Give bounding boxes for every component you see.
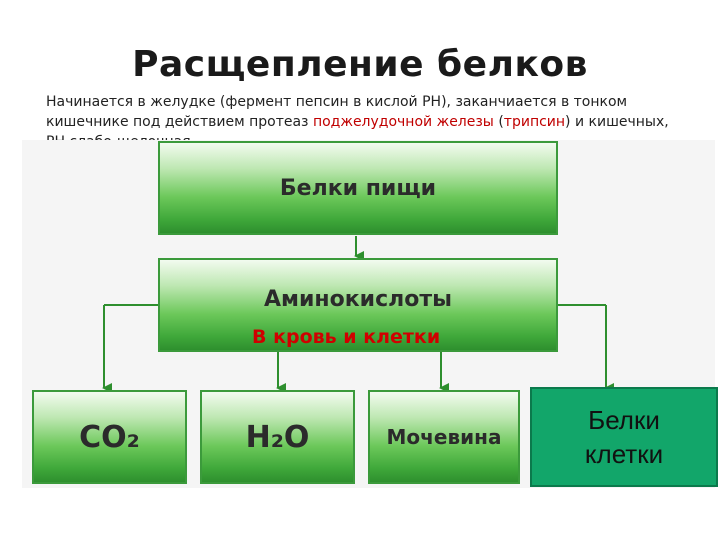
subtitle-part-2: поджелудочной железы: [312, 114, 494, 130]
box-amino-acids-label: Аминокислоты: [264, 286, 452, 312]
box-amino-acids: Аминокислоты: [158, 258, 558, 352]
box-food-proteins: Белки пищи: [158, 141, 558, 235]
box-urea-label: Мочевина: [386, 425, 502, 449]
box-urea: Мочевина: [368, 390, 520, 484]
box-cell-proteins-label: Белки клетки: [584, 405, 664, 469]
box-co2-label: CO₂: [79, 419, 140, 455]
subtitle-part-3: (: [493, 114, 504, 130]
box-h2o: H₂O: [200, 390, 355, 484]
box-cell-proteins: Белки клетки: [530, 387, 718, 487]
page-title: Расщепление белков: [132, 44, 588, 85]
box-co2: CO₂: [32, 390, 187, 484]
subtitle-part-1: Начинается в желудке (фермент пепсин в к…: [46, 94, 628, 130]
box-food-proteins-label: Белки пищи: [279, 175, 437, 201]
subtitle-part-4: трипсин: [503, 114, 566, 130]
blood-cells-note: В кровь и клетки: [252, 326, 441, 348]
box-h2o-label: H₂O: [245, 419, 310, 455]
